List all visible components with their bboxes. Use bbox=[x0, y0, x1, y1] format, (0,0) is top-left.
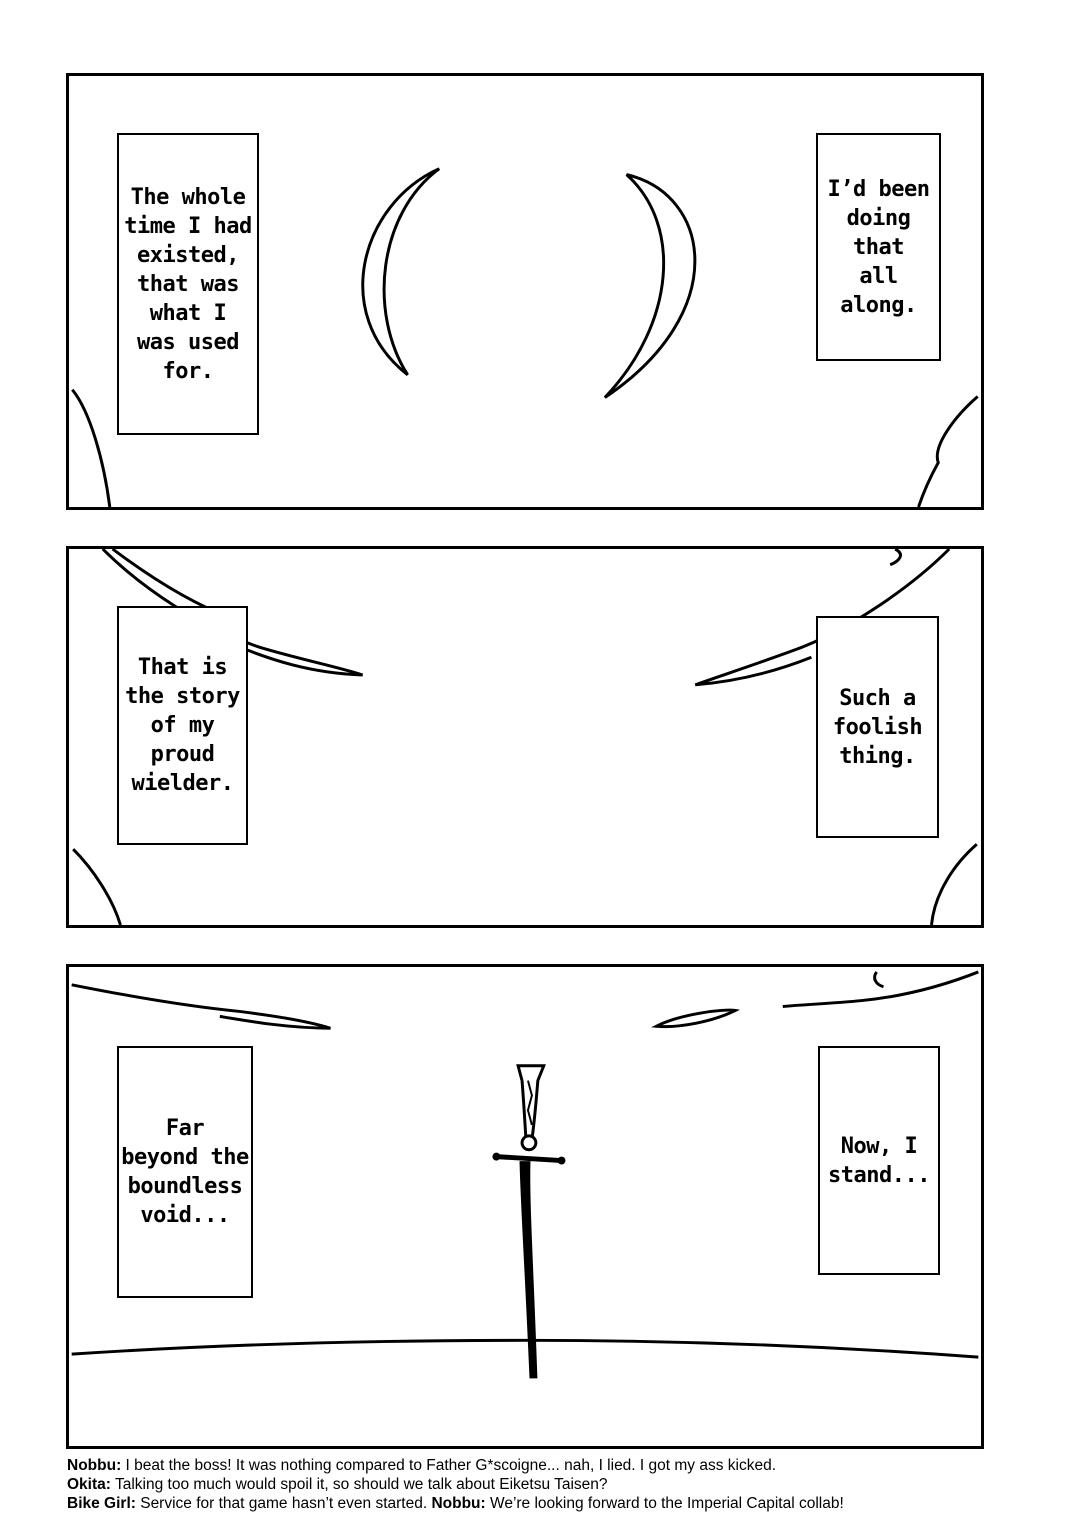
sword-landscape-art bbox=[71, 970, 979, 1379]
caption-box: Far beyond the boundless void... bbox=[117, 1046, 253, 1298]
dialogue: I beat the boss! It was nothing compared… bbox=[121, 1457, 777, 1474]
note-line-2: Okita: Talking too much would spoil it, … bbox=[67, 1475, 1027, 1494]
dialogue: Service for that game hasn’t even starte… bbox=[135, 1495, 432, 1512]
note-line-1: Nobbu: I beat the boss! It was nothing c… bbox=[67, 1456, 1027, 1475]
panel-2: That is the story of my proud wielder. S… bbox=[66, 546, 984, 928]
crescent-moons-art bbox=[71, 167, 979, 507]
caption-box: Now, I stand... bbox=[818, 1046, 940, 1275]
speaker: Nobbu: bbox=[67, 1457, 122, 1474]
sword-icon bbox=[492, 1064, 566, 1379]
dialogue: Talking too much would spoil it, so shou… bbox=[110, 1476, 608, 1493]
panel-1: The whole time I had existed, that was w… bbox=[66, 73, 984, 510]
speaker: Nobbu: bbox=[431, 1495, 486, 1512]
panel-3: Far beyond the boundless void... Now, I … bbox=[66, 964, 984, 1449]
speaker: Bike Girl: bbox=[67, 1495, 136, 1512]
note-line-3: Bike Girl: Service for that game hasn’t … bbox=[67, 1494, 1027, 1513]
caption-box: The whole time I had existed, that was w… bbox=[117, 133, 259, 435]
cloud-wisps-art bbox=[72, 549, 978, 925]
dialogue: We’re looking forward to the Imperial Ca… bbox=[485, 1495, 844, 1512]
caption-box: That is the story of my proud wielder. bbox=[117, 606, 248, 845]
speaker: Okita: bbox=[67, 1476, 111, 1493]
caption-box: Such a foolish thing. bbox=[816, 616, 939, 838]
caption-box: I’d been doing that all along. bbox=[816, 133, 941, 361]
translator-notes: Nobbu: I beat the boss! It was nothing c… bbox=[67, 1456, 1027, 1513]
